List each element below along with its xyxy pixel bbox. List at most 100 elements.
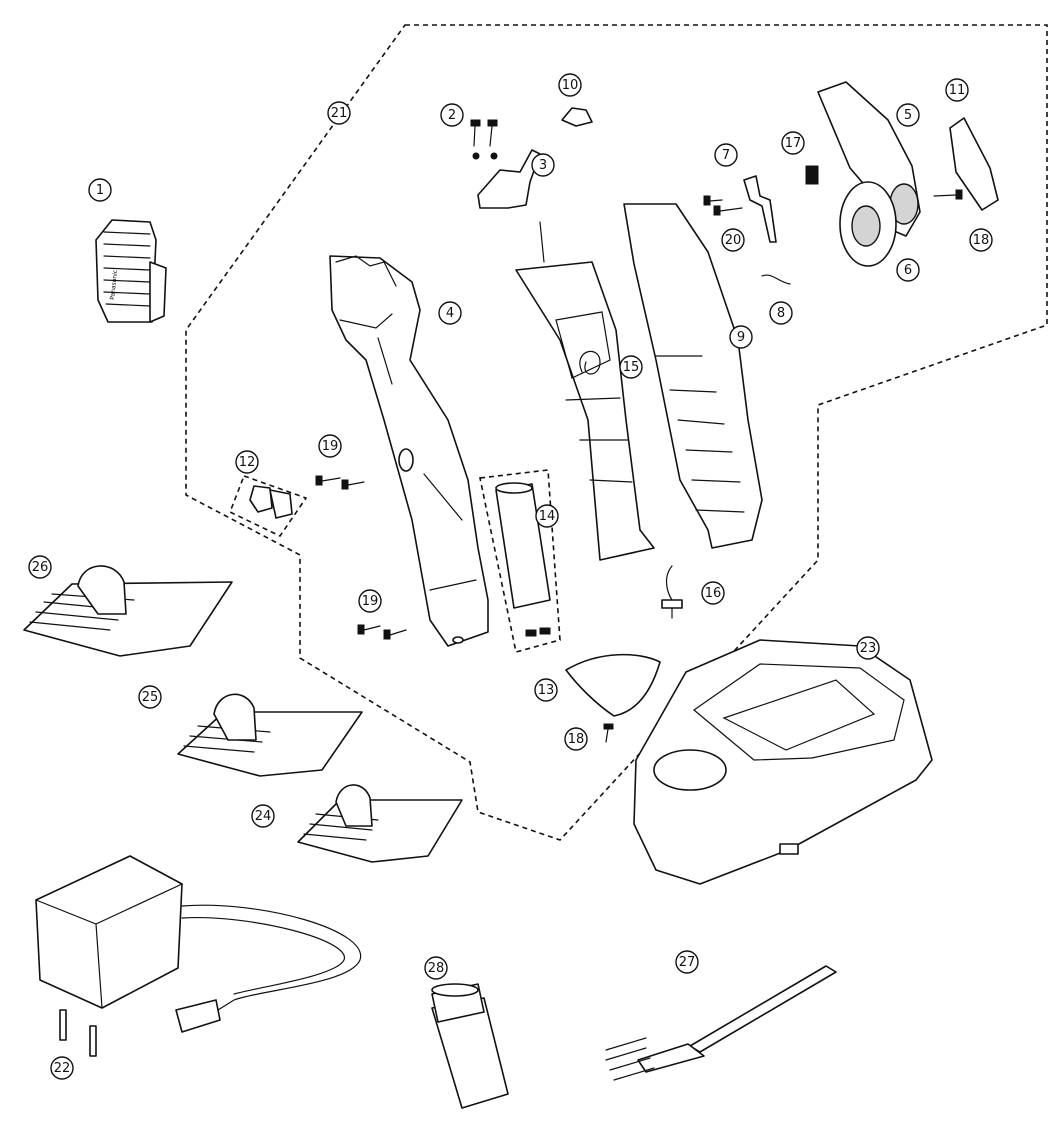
callout-13: 13 [534,678,558,702]
callout-22: 22 [50,1056,74,1080]
drive-arm-icon [817,81,921,237]
callout-circle [535,504,559,528]
callout-circle [28,555,52,579]
callout-circle [438,301,462,325]
callout-27: 27 [675,950,699,974]
callout-circle [50,1056,74,1080]
callout-number: 23 [860,641,877,656]
cap-icon [561,107,593,127]
callout-number: 2 [448,108,456,123]
callout-circle [558,73,582,97]
callout-6: 6 [896,258,920,282]
callout-5: 5 [896,103,920,127]
rear-housing-icon [623,203,763,549]
clip-icon [761,274,791,285]
callout-circle [531,153,555,177]
callout-circle [769,301,793,325]
callout-circle [856,636,880,660]
callout-circle [781,131,805,155]
callout-15: 15 [619,355,643,379]
callout-number: 25 [142,690,159,705]
switch-icon [661,565,683,619]
callout-11: 11 [945,78,969,102]
callout-circle [619,355,643,379]
callout-number: 9 [737,330,745,345]
screw-icon [933,189,963,200]
callout-circle [721,228,745,252]
callout-number: 28 [428,961,445,976]
callout-number: 18 [568,732,585,747]
callout-circle [138,685,162,709]
callout-number: 14 [539,509,556,524]
callout-circle [729,325,753,349]
screw-icon [315,475,365,490]
comb-attachment-icon [23,565,233,657]
callout-circle [969,228,993,252]
lever-icon [743,175,777,243]
callout-circle [358,589,382,613]
callout-number: 13 [538,683,555,698]
callout-circle [424,956,448,980]
callout-8: 8 [769,301,793,325]
callout-17: 17 [781,131,805,155]
callout-circle [235,450,259,474]
callout-number: 20 [725,233,742,248]
front-housing-icon [329,255,489,647]
callout-circle [318,434,342,458]
callout-19: 19 [318,434,342,458]
callout-number: 10 [562,78,579,93]
end-cap-icon [565,653,661,717]
screw-icon [703,195,743,216]
callout-number: 15 [623,360,640,375]
callout-number: 24 [255,809,272,824]
callout-number: 19 [322,439,339,454]
callout-number: 4 [446,306,454,321]
callout-circle [675,950,699,974]
callout-18: 18 [969,228,993,252]
screw-icon [357,624,407,640]
ac-adapter-icon [35,855,362,1057]
oil-bottle-icon [431,983,509,1109]
callout-3: 3 [531,153,555,177]
bracket-icon [477,149,541,209]
callout-1: 1 [88,178,112,202]
callout-circle [251,804,275,828]
screw-icon [603,723,614,743]
callout-number: 19 [362,594,379,609]
callout-number: 26 [32,560,49,575]
callout-10: 10 [558,73,582,97]
callout-circle [945,78,969,102]
callout-18: 18 [564,727,588,751]
callout-number: 21 [331,106,348,121]
spring-icon [805,165,819,185]
callout-25: 25 [138,685,162,709]
callout-circle [534,678,558,702]
chassis-icon [515,221,655,561]
callout-number: 22 [54,1061,71,1076]
callout-20: 20 [721,228,745,252]
callout-23: 23 [856,636,880,660]
callout-number: 8 [777,306,785,321]
callout-12: 12 [235,450,259,474]
callout-number: 5 [904,108,912,123]
comb-attachment-icon [177,693,363,777]
button-icon [228,474,308,538]
callout-24: 24 [251,804,275,828]
callout-number: 12 [239,455,256,470]
battery-icon [479,469,561,653]
callout-circle [701,581,725,605]
cleaning-brush-icon [605,965,837,1081]
callout-circle [896,258,920,282]
callout-14: 14 [535,504,559,528]
callout-circle [714,143,738,167]
callout-number: 1 [96,183,104,198]
callout-7: 7 [714,143,738,167]
callout-circle [88,178,112,202]
comb-attachment-icon [297,784,463,863]
blade-icon: Panasonic [95,219,167,323]
callout-26: 26 [28,555,52,579]
callout-21: 21 [327,101,351,125]
callout-number: 3 [539,158,547,173]
